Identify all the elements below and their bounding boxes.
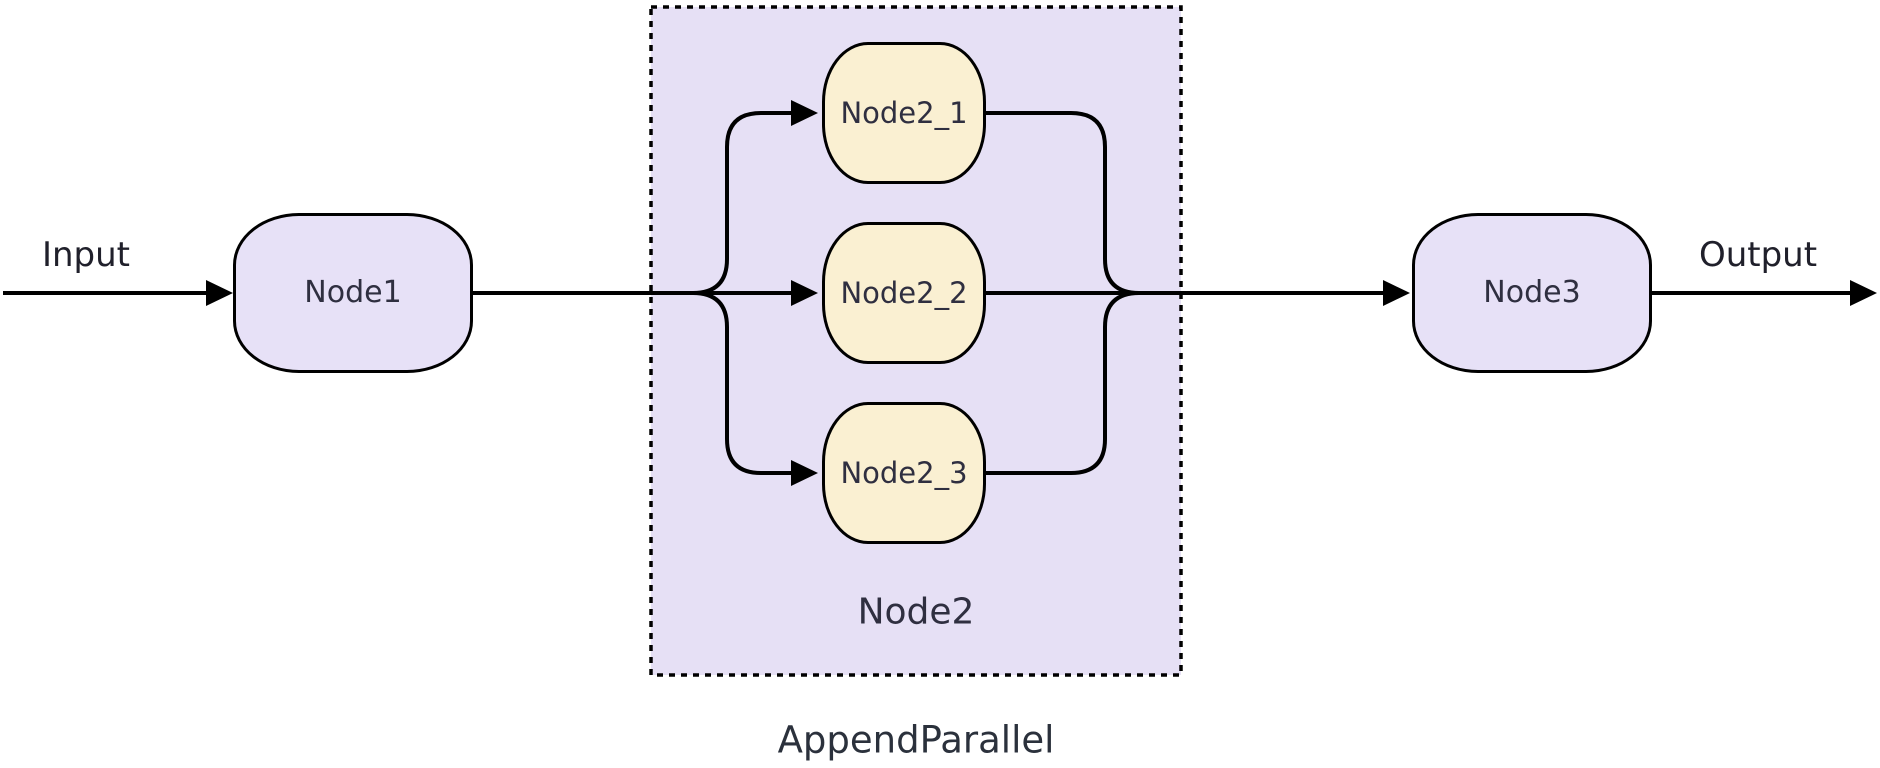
- cluster-caption: AppendParallel: [777, 718, 1055, 762]
- node-node2-1: Node2_1: [822, 42, 986, 184]
- arrowhead-node2-3: [791, 460, 818, 486]
- arrowhead-node1: [206, 280, 233, 306]
- cluster-title: Node2: [857, 591, 975, 633]
- edge-branch-node2-3: [692, 291, 792, 475]
- edge-branch-node2-1: [692, 111, 792, 295]
- arrowhead-node2-1: [791, 100, 818, 126]
- node-node2-3: Node2_3: [822, 402, 986, 544]
- edge-merge-node2-3: [986, 291, 1140, 475]
- input-edge-label: Input: [41, 235, 131, 275]
- node-node2-2-label: Node2_2: [840, 275, 968, 310]
- node-node3-label: Node3: [1483, 275, 1581, 310]
- node-node1-label: Node1: [304, 275, 402, 310]
- arrowhead-node2-2: [791, 280, 818, 306]
- node-node3: Node3: [1412, 213, 1652, 373]
- node-node1: Node1: [233, 213, 473, 373]
- node-node2-2: Node2_2: [822, 222, 986, 364]
- output-edge-label: Output: [1698, 235, 1818, 275]
- arrowhead-node3: [1383, 280, 1410, 306]
- arrowhead-output: [1850, 280, 1877, 306]
- edge-merge-node2-1: [986, 111, 1140, 295]
- node-node2-3-label: Node2_3: [840, 455, 968, 490]
- node-node2-1-label: Node2_1: [840, 95, 968, 130]
